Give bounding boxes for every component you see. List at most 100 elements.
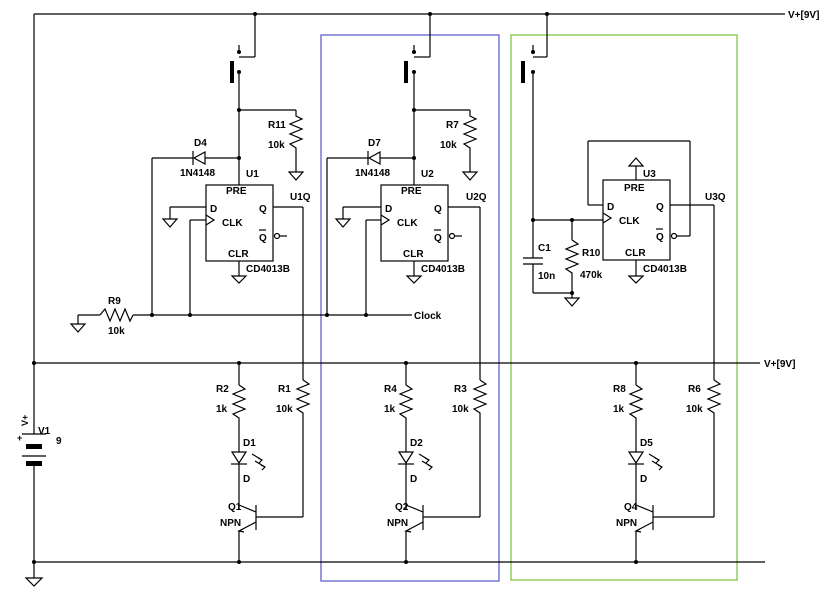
svg-text:CLK: CLK: [397, 218, 418, 229]
u1-ref: U1: [246, 169, 259, 180]
flipflop-u3: PRE D CLK Q Q CLR: [602, 157, 678, 284]
ground-symbol-battery: [24, 577, 44, 587]
pushbutton-switch-1: [230, 14, 256, 185]
transistor-q4: [634, 504, 714, 562]
battery-symbol: V+: [20, 415, 30, 426]
transistor-q1: [237, 504, 303, 562]
resistor-r3: [472, 379, 488, 517]
r10-value: 470k: [580, 270, 603, 281]
svg-text:PRE: PRE: [401, 186, 422, 197]
resistor-r8: [628, 363, 644, 440]
pushbutton-switch-2: [404, 14, 431, 185]
svg-text:D: D: [210, 204, 217, 215]
u1-wiring: [161, 206, 304, 380]
r8-value: 1k: [613, 404, 625, 415]
mid-rail-label: V+[9V]: [764, 359, 795, 370]
svg-text:Q: Q: [434, 233, 442, 244]
r4-value: 1k: [384, 404, 396, 415]
capacitor-c1: [523, 220, 574, 295]
battery-ref: V1: [38, 426, 51, 437]
d2-ref: D2: [410, 438, 423, 449]
svg-text:CLR: CLR: [403, 249, 424, 260]
r9-ref: R9: [108, 296, 121, 307]
svg-text:Q: Q: [259, 233, 267, 244]
ground-rail: [32, 560, 765, 564]
u3-wiring: [533, 140, 715, 380]
q1-type: NPN: [220, 518, 241, 529]
r1-ref: R1: [278, 384, 291, 395]
resistor-r4: [398, 363, 414, 440]
battery-value: 9: [56, 436, 62, 447]
r8-ref: R8: [613, 384, 626, 395]
c1-value: 10n: [538, 271, 555, 282]
u2-output-label: U2Q: [466, 192, 487, 203]
top-power-rail: [34, 12, 785, 16]
d1-ref: D1: [243, 438, 256, 449]
r2-ref: R2: [216, 384, 229, 395]
svg-text:D: D: [385, 204, 392, 215]
r9-value: 10k: [108, 326, 125, 337]
flipflop-u2: PRE D CLK Q Q CLR: [380, 184, 462, 284]
d4-part: 1N4148: [180, 168, 215, 179]
mid-power-rail: [32, 361, 760, 365]
stage3-highlight-box: [510, 34, 738, 581]
svg-text:CLK: CLK: [619, 216, 640, 227]
r3-value: 10k: [452, 404, 469, 415]
resistor-r10: [563, 220, 581, 307]
r4-ref: R4: [384, 384, 397, 395]
u1-output-label: U1Q: [290, 192, 311, 203]
flipflop-u1: PRE D CLK Q Q CLR: [205, 184, 287, 284]
d4-ref: D4: [194, 138, 207, 149]
clock-net-label: Clock: [414, 311, 442, 322]
svg-text:PRE: PRE: [624, 183, 645, 194]
q2-ref: Q2: [395, 502, 409, 513]
svg-text:CLK: CLK: [222, 218, 243, 229]
r3-ref: R3: [454, 384, 467, 395]
svg-text:Q: Q: [259, 204, 267, 215]
led-d2: [397, 440, 434, 510]
diode-d4: [151, 150, 239, 315]
u2-wiring: [334, 206, 481, 380]
svg-text:Q: Q: [434, 204, 442, 215]
resistor-r6: [706, 379, 722, 517]
q4-ref: Q4: [624, 502, 638, 513]
top-rail-label: V+[9V]: [788, 10, 819, 21]
resistor-r7: [414, 109, 479, 181]
r7-ref: R7: [446, 120, 459, 131]
diode-d7: [326, 150, 414, 315]
u2-part: CD4013B: [421, 264, 465, 275]
d5-pin: D: [640, 474, 647, 485]
svg-text:PRE: PRE: [226, 186, 247, 197]
svg-text:Q: Q: [656, 232, 664, 243]
d7-part: 1N4148: [355, 168, 390, 179]
q2-type: NPN: [387, 518, 408, 529]
r11-value: 10k: [268, 140, 285, 151]
r1-value: 10k: [276, 404, 293, 415]
r6-ref: R6: [688, 384, 701, 395]
stage2-highlight-box: [320, 34, 500, 582]
svg-text:CLR: CLR: [228, 249, 249, 260]
resistor-r2: [231, 363, 247, 440]
r11-ref: R11: [268, 120, 286, 131]
resistor-r9: [69, 307, 134, 333]
u3-part: CD4013B: [643, 264, 687, 275]
clock-bus: [133, 313, 412, 317]
c1-ref: C1: [538, 243, 551, 254]
r2-value: 1k: [216, 404, 228, 415]
d5-ref: D5: [640, 438, 653, 449]
pushbutton-switch-3: [521, 14, 548, 222]
led-d5: [627, 440, 664, 510]
battery-plus: +: [17, 433, 22, 443]
q4-type: NPN: [616, 518, 637, 529]
resistor-r11: [239, 109, 305, 181]
u1-part: CD4013B: [246, 264, 290, 275]
svg-text:D: D: [607, 202, 614, 213]
u2-ref: U2: [421, 169, 434, 180]
r10-ref: R10: [582, 248, 601, 259]
d7-ref: D7: [368, 138, 381, 149]
led-d1: [230, 440, 267, 510]
transistor-q2: [404, 504, 480, 562]
d2-pin: D: [410, 474, 417, 485]
u3-ref: U3: [643, 169, 656, 180]
